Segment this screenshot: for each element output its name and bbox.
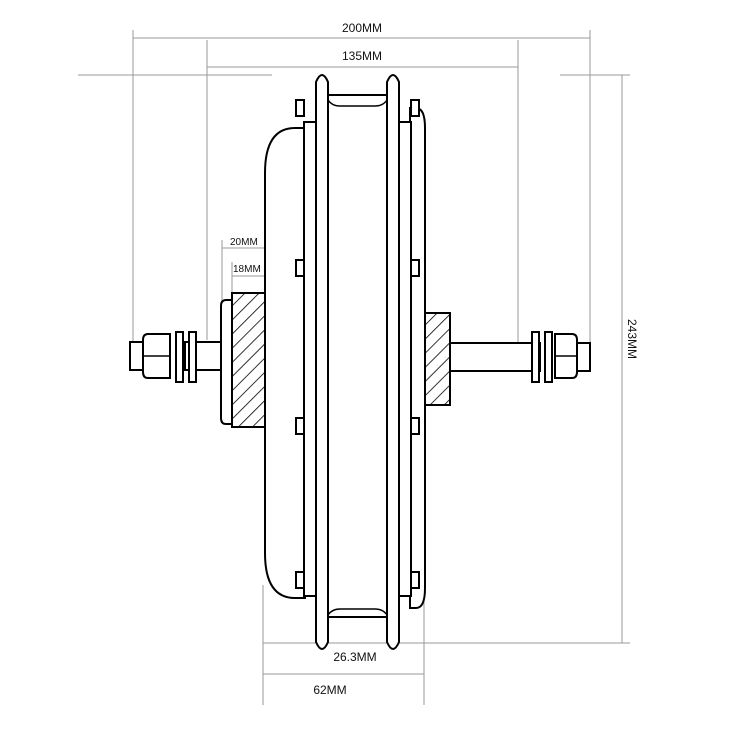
overall-width-label: 200MM [342,21,382,35]
rim-width-label: 26.3MM [333,650,376,664]
axle-20mm-label: 20MM [230,237,258,248]
left-axle [129,292,266,428]
diameter-label: 243MM [625,319,639,359]
motor-body [264,74,426,650]
bolts [295,99,420,589]
right-axle [424,312,591,406]
axle-18mm-label: 18MM [233,264,261,275]
dropout-width-label: 135MM [342,49,382,63]
motor-width-label: 62MM [313,683,346,697]
dimension-lines [78,30,630,705]
